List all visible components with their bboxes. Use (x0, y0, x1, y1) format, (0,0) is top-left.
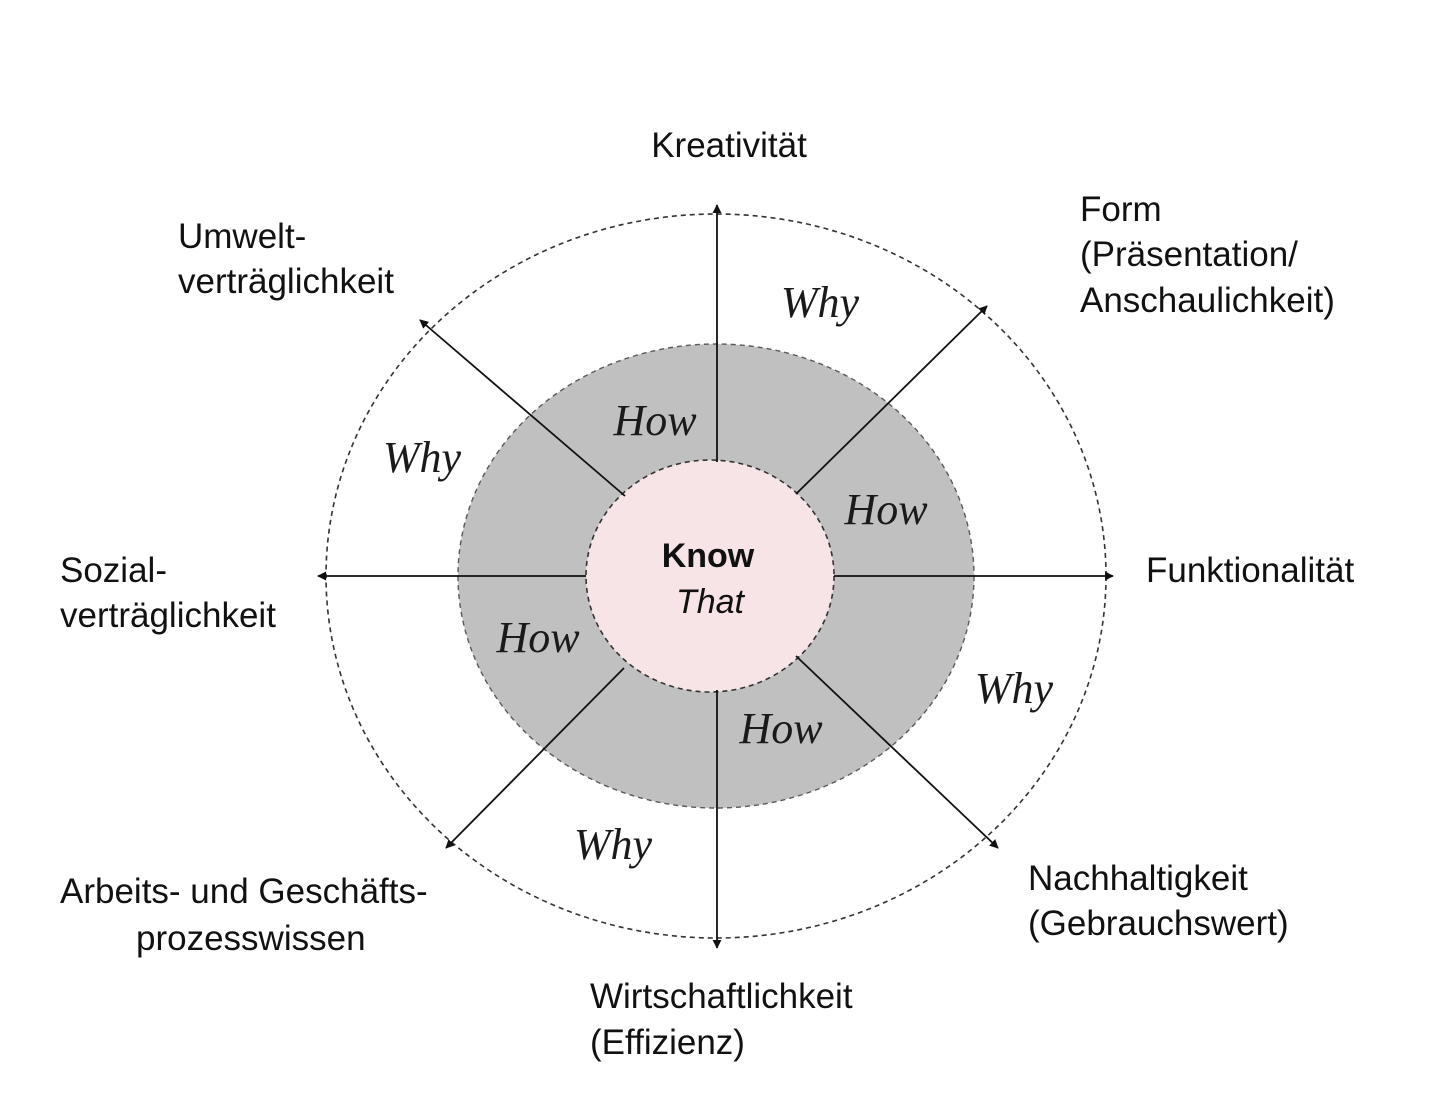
why-label: Why (975, 664, 1054, 713)
axis-label-sozialvertraeglichkeit: Sozial- verträglichkeit (60, 551, 276, 635)
axis-label-umweltvertraeglichkeit: Umwelt- verträglichkeit (178, 217, 394, 301)
how-label: How (612, 396, 697, 445)
core-subtitle: That (676, 583, 746, 621)
axis-label-nachhaltigkeit: Nachhaltigkeit (Gebrauchswert) (1028, 859, 1289, 943)
axis-label-kreativitaet: Kreativität (651, 126, 807, 165)
axis-label-funktionalitaet: Funktionalität (1146, 551, 1354, 590)
arrow-top-right (795, 305, 988, 495)
arrow-bottom-right (795, 655, 999, 849)
axis-label-form: Form (Präsentation/ Anschaulichkeit) (1080, 190, 1335, 320)
core-title: Know (662, 537, 755, 575)
axis-arrows (317, 204, 1114, 949)
how-label: How (843, 485, 928, 534)
arrow-top-left (419, 319, 626, 497)
why-label: Why (781, 278, 860, 327)
why-label: Why (574, 820, 653, 869)
arrow-bottom-left (445, 667, 625, 849)
axis-label-arbeits-geschaeftsprozesswissen: Arbeits- und Geschäfts- prozesswissen (60, 872, 437, 958)
how-label: How (738, 704, 823, 753)
axis-label-wirtschaftlichkeit: Wirtschaftlichkeit (Effizienz) (590, 977, 862, 1062)
why-label: Why (383, 433, 462, 482)
how-label: How (495, 613, 580, 662)
